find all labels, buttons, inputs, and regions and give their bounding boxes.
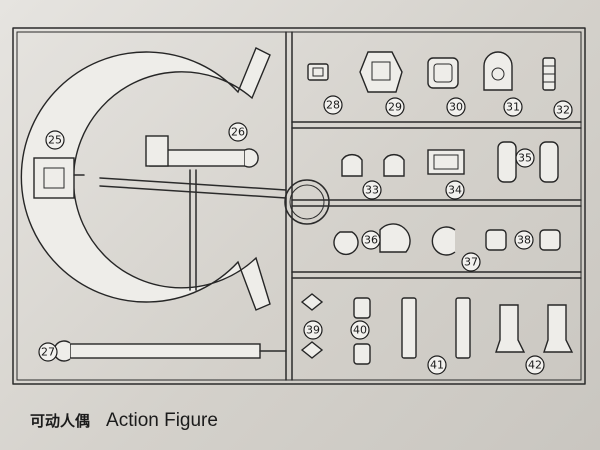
part-39b: [300, 341, 324, 359]
part-number-badge-33: 33: [362, 180, 382, 200]
part-26-block: [145, 135, 169, 167]
part-39a: [300, 293, 324, 311]
part-number-badge-39: 39: [303, 320, 323, 340]
svg-text:28: 28: [326, 99, 340, 112]
part-number-badge-32: 32: [553, 100, 573, 120]
part-number-badge-29: 29: [385, 97, 405, 117]
part-27-rod: [69, 343, 261, 359]
runner-spoke-1: [99, 177, 287, 191]
part-26-clip: [244, 148, 259, 168]
sprue-hub: [284, 179, 330, 225]
part-40a: [353, 297, 371, 319]
part-number-badge-40: 40: [350, 320, 370, 340]
part-41a: [401, 297, 417, 359]
runner-spoke-2: [99, 185, 287, 199]
part-28-detail: [312, 67, 324, 77]
part-37: [431, 226, 456, 256]
part-33a: [341, 154, 363, 177]
part-number-badge-38: 38: [514, 230, 534, 250]
svg-text:31: 31: [506, 101, 520, 114]
svg-text:37: 37: [464, 256, 478, 269]
part-number-badge-36: 36: [361, 230, 381, 250]
part-number-badge-26: 26: [228, 122, 248, 142]
part-number-badge-28: 28: [323, 95, 343, 115]
caption-chinese: 可动人偶: [30, 412, 91, 430]
sheet-caption: 可动人偶 Action Figure: [30, 410, 218, 432]
part-25-base: [33, 157, 75, 199]
sprue-hub-inner: [289, 184, 325, 220]
svg-text:38: 38: [517, 234, 531, 247]
part-33b: [383, 154, 405, 177]
caption-english: Action Figure: [106, 410, 218, 431]
svg-text:25: 25: [48, 134, 62, 147]
part-number-badge-42: 42: [525, 355, 545, 375]
part-number-badge-34: 34: [445, 180, 465, 200]
svg-text:41: 41: [430, 359, 444, 372]
stand-arc: [20, 47, 271, 311]
part-34: [427, 149, 465, 175]
svg-text:42: 42: [528, 359, 542, 372]
svg-text:33: 33: [365, 184, 379, 197]
part-41b: [455, 297, 471, 359]
part-28: [307, 63, 329, 81]
part-number-badge-41: 41: [427, 355, 447, 375]
part-31: [483, 51, 513, 91]
part-36a: [333, 231, 359, 256]
part-29-detail: [371, 61, 391, 81]
part-25-socket: [43, 167, 65, 189]
part-30-detail: [433, 63, 453, 83]
svg-text:29: 29: [388, 101, 402, 114]
part-35a: [497, 141, 517, 183]
part-number-badge-30: 30: [446, 97, 466, 117]
part-42a: [495, 304, 526, 353]
part-38a: [485, 229, 507, 251]
part-number-badge-25: 25: [45, 130, 65, 150]
part-40b: [353, 343, 371, 365]
part-number-badge-35: 35: [515, 148, 535, 168]
part-34-detail: [433, 154, 459, 170]
svg-text:27: 27: [41, 346, 55, 359]
part-38b: [539, 229, 561, 251]
part-number-badge-31: 31: [503, 97, 523, 117]
svg-text:39: 39: [306, 324, 320, 337]
part-31-detail: [491, 67, 505, 81]
svg-text:35: 35: [518, 152, 532, 165]
part-number-badge-27: 27: [38, 342, 58, 362]
svg-text:40: 40: [353, 324, 367, 337]
svg-text:30: 30: [449, 101, 463, 114]
sprue-frame: [12, 27, 586, 385]
part-42b: [543, 304, 574, 353]
part-35b: [539, 141, 559, 183]
sprue-diagram: 25 26 27 28 29 30 31 32 33 34 35 36 37 3…: [12, 27, 586, 385]
part-30: [427, 57, 459, 89]
part-number-badge-37: 37: [461, 252, 481, 272]
svg-text:36: 36: [364, 234, 378, 247]
part-36b: [379, 223, 411, 253]
part-29: [359, 51, 403, 93]
svg-text:26: 26: [231, 126, 245, 139]
svg-text:34: 34: [448, 184, 462, 197]
svg-text:32: 32: [556, 104, 570, 117]
